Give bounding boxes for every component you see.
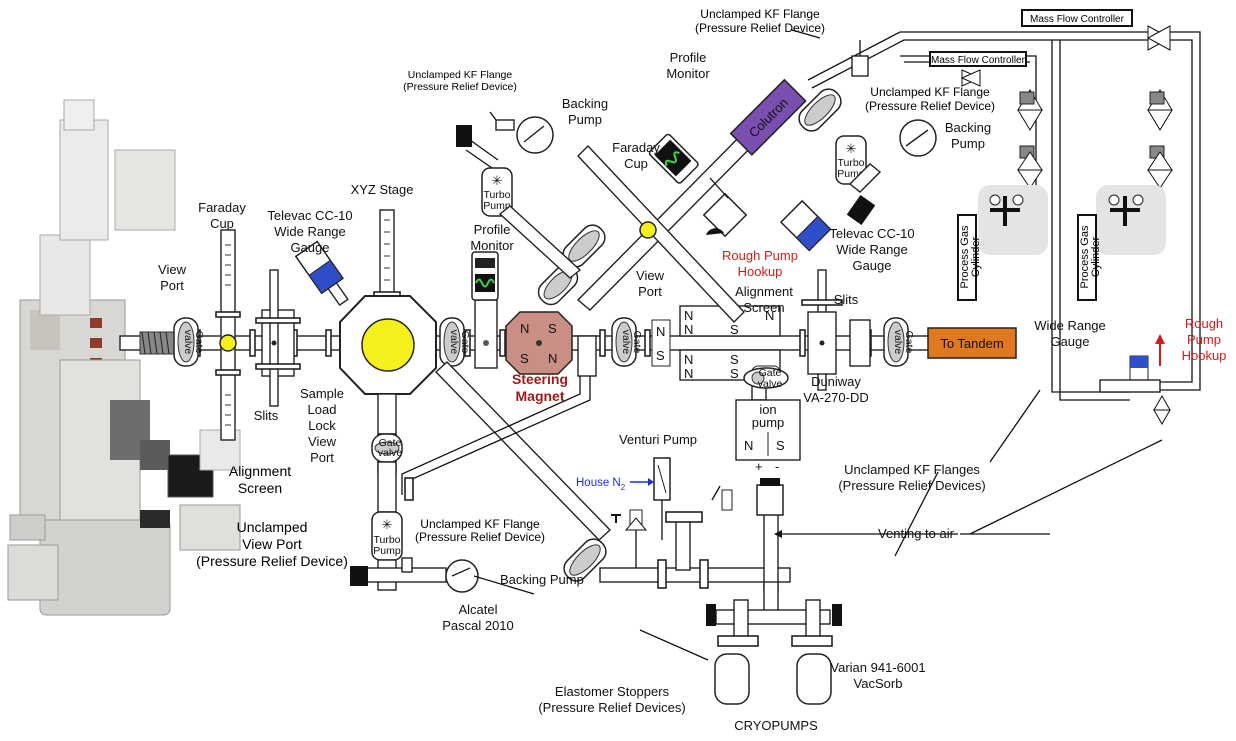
svg-text:S: S (776, 438, 785, 453)
ion-pump: Gate valve ion pump N S + - (736, 366, 800, 474)
svg-text:N: N (744, 438, 753, 453)
svg-text:S: S (730, 322, 739, 337)
svg-text:S: S (548, 321, 557, 336)
cryopumps-label: CRYOPUMPS (734, 718, 818, 733)
gate-valve-chamber: Gatevalve (440, 318, 471, 366)
house-n2-label: House N2 (576, 477, 626, 492)
view-port-mid-label: ViewPort (636, 268, 665, 299)
svg-text:S: S (730, 366, 739, 381)
gas-regulator-2: Process GasCylinder (1078, 185, 1166, 300)
venting-to-air-label: Venting to air (878, 526, 955, 541)
backing-pump-left-label: BackingPump (562, 96, 608, 127)
gate-valve-left-label: Gatevalve (182, 330, 205, 355)
svg-text:N: N (684, 308, 693, 323)
gate-valve-mid: Gatevalve (612, 318, 643, 366)
svg-text:N: N (684, 322, 693, 337)
svg-text:valve: valve (758, 378, 783, 390)
steering-magnet: N S S N (506, 312, 572, 374)
svg-text:✳: ✳ (492, 173, 503, 188)
unclamped-kf-left-label: Unclamped KF Flange(Pressure Relief Devi… (403, 69, 517, 93)
gate-valve-left: Gatevalve (174, 318, 205, 366)
svg-text:✳: ✳ (382, 517, 393, 532)
electron-microscope-photo (8, 100, 240, 615)
svg-text:✳: ✳ (846, 141, 857, 156)
unclamped-kf-bottom-label: Unclamped KF Flange(Pressure Relief Devi… (415, 517, 545, 544)
mass-flow-controller-1: Mass Flow Controller (1030, 14, 1125, 25)
profile-monitor-mid (472, 252, 498, 368)
svg-text:N: N (656, 324, 665, 339)
svg-text:+: + (755, 459, 763, 474)
faraday-cup-left-cross (216, 230, 240, 440)
wide-range-gauge-right (1100, 334, 1170, 424)
svg-text:pump: pump (752, 415, 785, 430)
gate-valve-right: Gatevalve (884, 318, 915, 366)
svg-text:Pump: Pump (373, 545, 401, 557)
venturi-pump-label: Venturi Pump (619, 432, 697, 447)
svg-text:N: N (520, 321, 529, 336)
gas-regulator-1: Process GasCylinder (958, 185, 1048, 300)
unclamped-kf-flanges-label: Unclamped KF Flanges(Pressure Relief Dev… (838, 462, 985, 493)
svg-text:S: S (520, 351, 529, 366)
svg-text:S: S (656, 348, 665, 363)
slits-right-cross (802, 270, 870, 390)
svg-text:To Tandem: To Tandem (940, 336, 1003, 351)
profile-monitor-top-label: ProfileMonitor (666, 50, 710, 81)
gate-valve-chamber-label: Gatevalve (448, 330, 471, 355)
svg-text:N: N (684, 366, 693, 381)
backing-pump-bottom-label: Backing Pump (500, 572, 584, 587)
mass-flow-controller-2: Mass Flow Controller (931, 55, 1026, 66)
sample-chamber (340, 210, 436, 434)
svg-text:-: - (775, 459, 779, 474)
unclamped-kf-right-label: Unclamped KF Flange(Pressure Relief Devi… (865, 85, 995, 113)
slits-right-label: Slits (834, 292, 859, 307)
elastomer-stoppers-label: Elastomer Stoppers(Pressure Relief Devic… (538, 684, 685, 715)
svg-text:N: N (548, 351, 557, 366)
unclamped-kf-top-label: Unclamped KF Flange(Pressure Relief Devi… (695, 7, 825, 35)
svg-text:N: N (684, 352, 693, 367)
small-magnet: N S (652, 320, 670, 366)
gate-valve-right-label: Gatevalve (892, 330, 915, 355)
magnet-tee (578, 336, 596, 376)
gate-valve-mid-label: Gatevalve (620, 330, 643, 355)
slits-left-cross (256, 270, 300, 406)
to-tandem-box: To Tandem (928, 328, 1016, 358)
svg-text:valve: valve (378, 447, 403, 459)
venturi-pump (611, 458, 670, 568)
svg-text:S: S (730, 352, 739, 367)
slits-left-label: Slits (254, 408, 279, 423)
xyz-stage-label: XYZ Stage (351, 182, 414, 197)
